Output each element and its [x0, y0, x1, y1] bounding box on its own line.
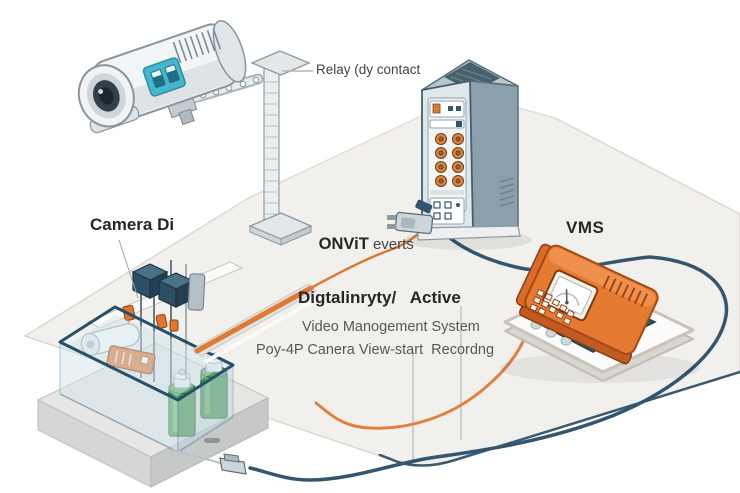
relay-contact-label: Relay (dy contact [316, 62, 421, 77]
event-signal-conduit [194, 285, 314, 354]
orange-recorder-icon [515, 243, 659, 365]
bullet-cctv-camera-icon [77, 20, 247, 134]
onvif-events-label-rest: everts [368, 236, 414, 254]
relay-knobs [435, 133, 464, 187]
onvif-events-label: ONViT everts [302, 218, 414, 271]
video-management-label: Video Manogement System [302, 319, 480, 335]
event-signal-cable [309, 229, 529, 430]
recording-label: Poy-4P Canera View-start Recordng [256, 342, 495, 358]
glass-tank [58, 305, 235, 453]
camera-di-label: Camera Di [90, 215, 175, 234]
camera-leader-line [118, 239, 139, 299]
camera-mounting-pole [248, 50, 313, 246]
relay-connector-plug-icon [387, 199, 434, 235]
network-plug-icon [171, 449, 247, 475]
onvif-events-label-bold: ONViT [318, 235, 369, 254]
vms-label: VMS [566, 218, 605, 237]
conduit-ledge [192, 283, 323, 364]
center-title-label: Digtalinryty/ Active [298, 288, 461, 307]
relay-io-server-icon [404, 59, 532, 250]
recorder-keypad [529, 288, 575, 326]
